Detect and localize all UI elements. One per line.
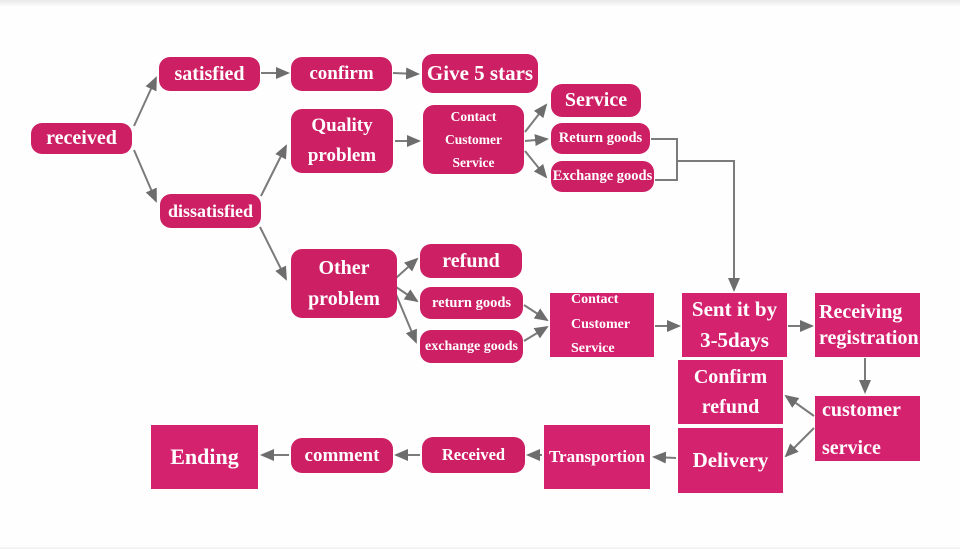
node-give-5-stars-label: Give 5 stars: [426, 61, 534, 85]
edge-customer-service-to-delivery: [784, 427, 815, 458]
node-received-status-label: Received: [441, 445, 506, 464]
node-contact-customer-service-1: Contact Customer Service: [423, 105, 524, 174]
edge-confirm-to-give-5-stars: [392, 67, 420, 80]
node-satisfied-label: satisfied: [174, 62, 245, 85]
edge-contact-customer-service-1-to-exchange-goods-1: [524, 150, 548, 179]
edge-contact-customer-service-1-to-service: [524, 103, 548, 133]
node-receiving-registration-label: Receiving registration: [819, 301, 919, 349]
node-received-label: received: [46, 127, 117, 149]
edge-received-to-satisfied: [133, 76, 157, 127]
node-received-status: Received: [422, 437, 525, 473]
edge-contact-customer-service-1-to-return-goods-1: [524, 134, 549, 147]
node-dissatisfied: dissatisfied: [160, 194, 261, 228]
edge-other-problem-to-return-goods-2: [395, 286, 419, 303]
node-comment: comment: [291, 438, 393, 473]
node-sent-it-by-3-5-days-label: Sent it by 3-5days: [691, 296, 778, 353]
node-received: received: [31, 123, 132, 154]
node-delivery: Delivery: [678, 428, 783, 493]
node-contact-customer-service-1-label: Contact Customer Service: [445, 108, 502, 171]
node-return-goods-1-label: Return goods: [558, 130, 643, 146]
node-refund-label: refund: [442, 249, 500, 272]
node-other-problem: Other problem: [291, 249, 397, 318]
edge-return-exchange-join-to-sent-it-by-3-5-days: [677, 160, 740, 292]
node-transportion-label: Transportion: [548, 447, 646, 466]
node-delivery-label: Delivery: [692, 448, 769, 472]
node-dissatisfied-label: dissatisfied: [167, 200, 254, 221]
node-comment-label: comment: [304, 444, 380, 466]
node-confirm-refund: Confirm refund: [678, 360, 783, 424]
node-exchange-goods-1: Exchange goods: [551, 161, 654, 192]
node-satisfied: satisfied: [159, 57, 260, 91]
node-exchange-goods-2-label: exchange goods: [425, 338, 518, 354]
node-quality-problem: Quality problem: [291, 109, 393, 173]
node-contact-customer-service-2-label: Contact Customer Service: [571, 291, 631, 357]
node-receiving-registration: Receiving registration: [815, 293, 920, 357]
node-ending-label: Ending: [170, 444, 239, 469]
edge-exchange-goods-2-to-contact-customer-service-2: [523, 325, 549, 342]
node-return-goods-2-label: return goods: [431, 294, 512, 311]
edge-dissatisfied-to-other-problem: [259, 226, 287, 281]
node-exchange-goods-2: exchange goods: [420, 330, 523, 363]
node-confirm-refund-label: Confirm refund: [693, 366, 768, 418]
edge-other-problem-to-refund: [395, 257, 419, 279]
node-transportion: Transportion: [544, 425, 650, 489]
node-confirm-label: confirm: [309, 63, 374, 84]
node-other-problem-label: Other problem: [308, 256, 380, 310]
node-customer-service-label: customer service: [822, 398, 901, 459]
node-service-label: Service: [564, 89, 628, 111]
edge-customer-service-to-confirm-refund: [784, 394, 815, 417]
edge-delivery-to-transportion: [652, 451, 677, 464]
node-contact-customer-service-2: Contact Customer Service: [550, 292, 654, 357]
node-give-5-stars: Give 5 stars: [422, 54, 538, 93]
node-return-goods-2: return goods: [420, 287, 523, 319]
node-return-goods-1: Return goods: [551, 123, 650, 154]
edge-other-problem-to-exchange-goods-2: [394, 291, 417, 344]
top-edge-strip: [0, 0, 960, 6]
node-refund: refund: [420, 244, 522, 278]
node-ending: Ending: [151, 425, 258, 489]
node-exchange-goods-1-label: Exchange goods: [552, 168, 653, 184]
edge-return-goods-2-to-contact-customer-service-2: [523, 304, 549, 322]
bottom-edge-strip: [0, 546, 960, 549]
edge-received-to-dissatisfied: [133, 149, 157, 203]
node-customer-service: customer service: [815, 396, 920, 461]
edge-dissatisfied-to-quality-problem: [260, 144, 287, 197]
node-service: Service: [551, 84, 641, 117]
node-sent-it-by-3-5-days: Sent it by 3-5days: [682, 293, 787, 357]
node-quality-problem-label: Quality problem: [307, 114, 377, 166]
edge-return-goods-1-to-exchange-goods-1: [651, 138, 678, 181]
node-confirm: confirm: [291, 57, 392, 91]
